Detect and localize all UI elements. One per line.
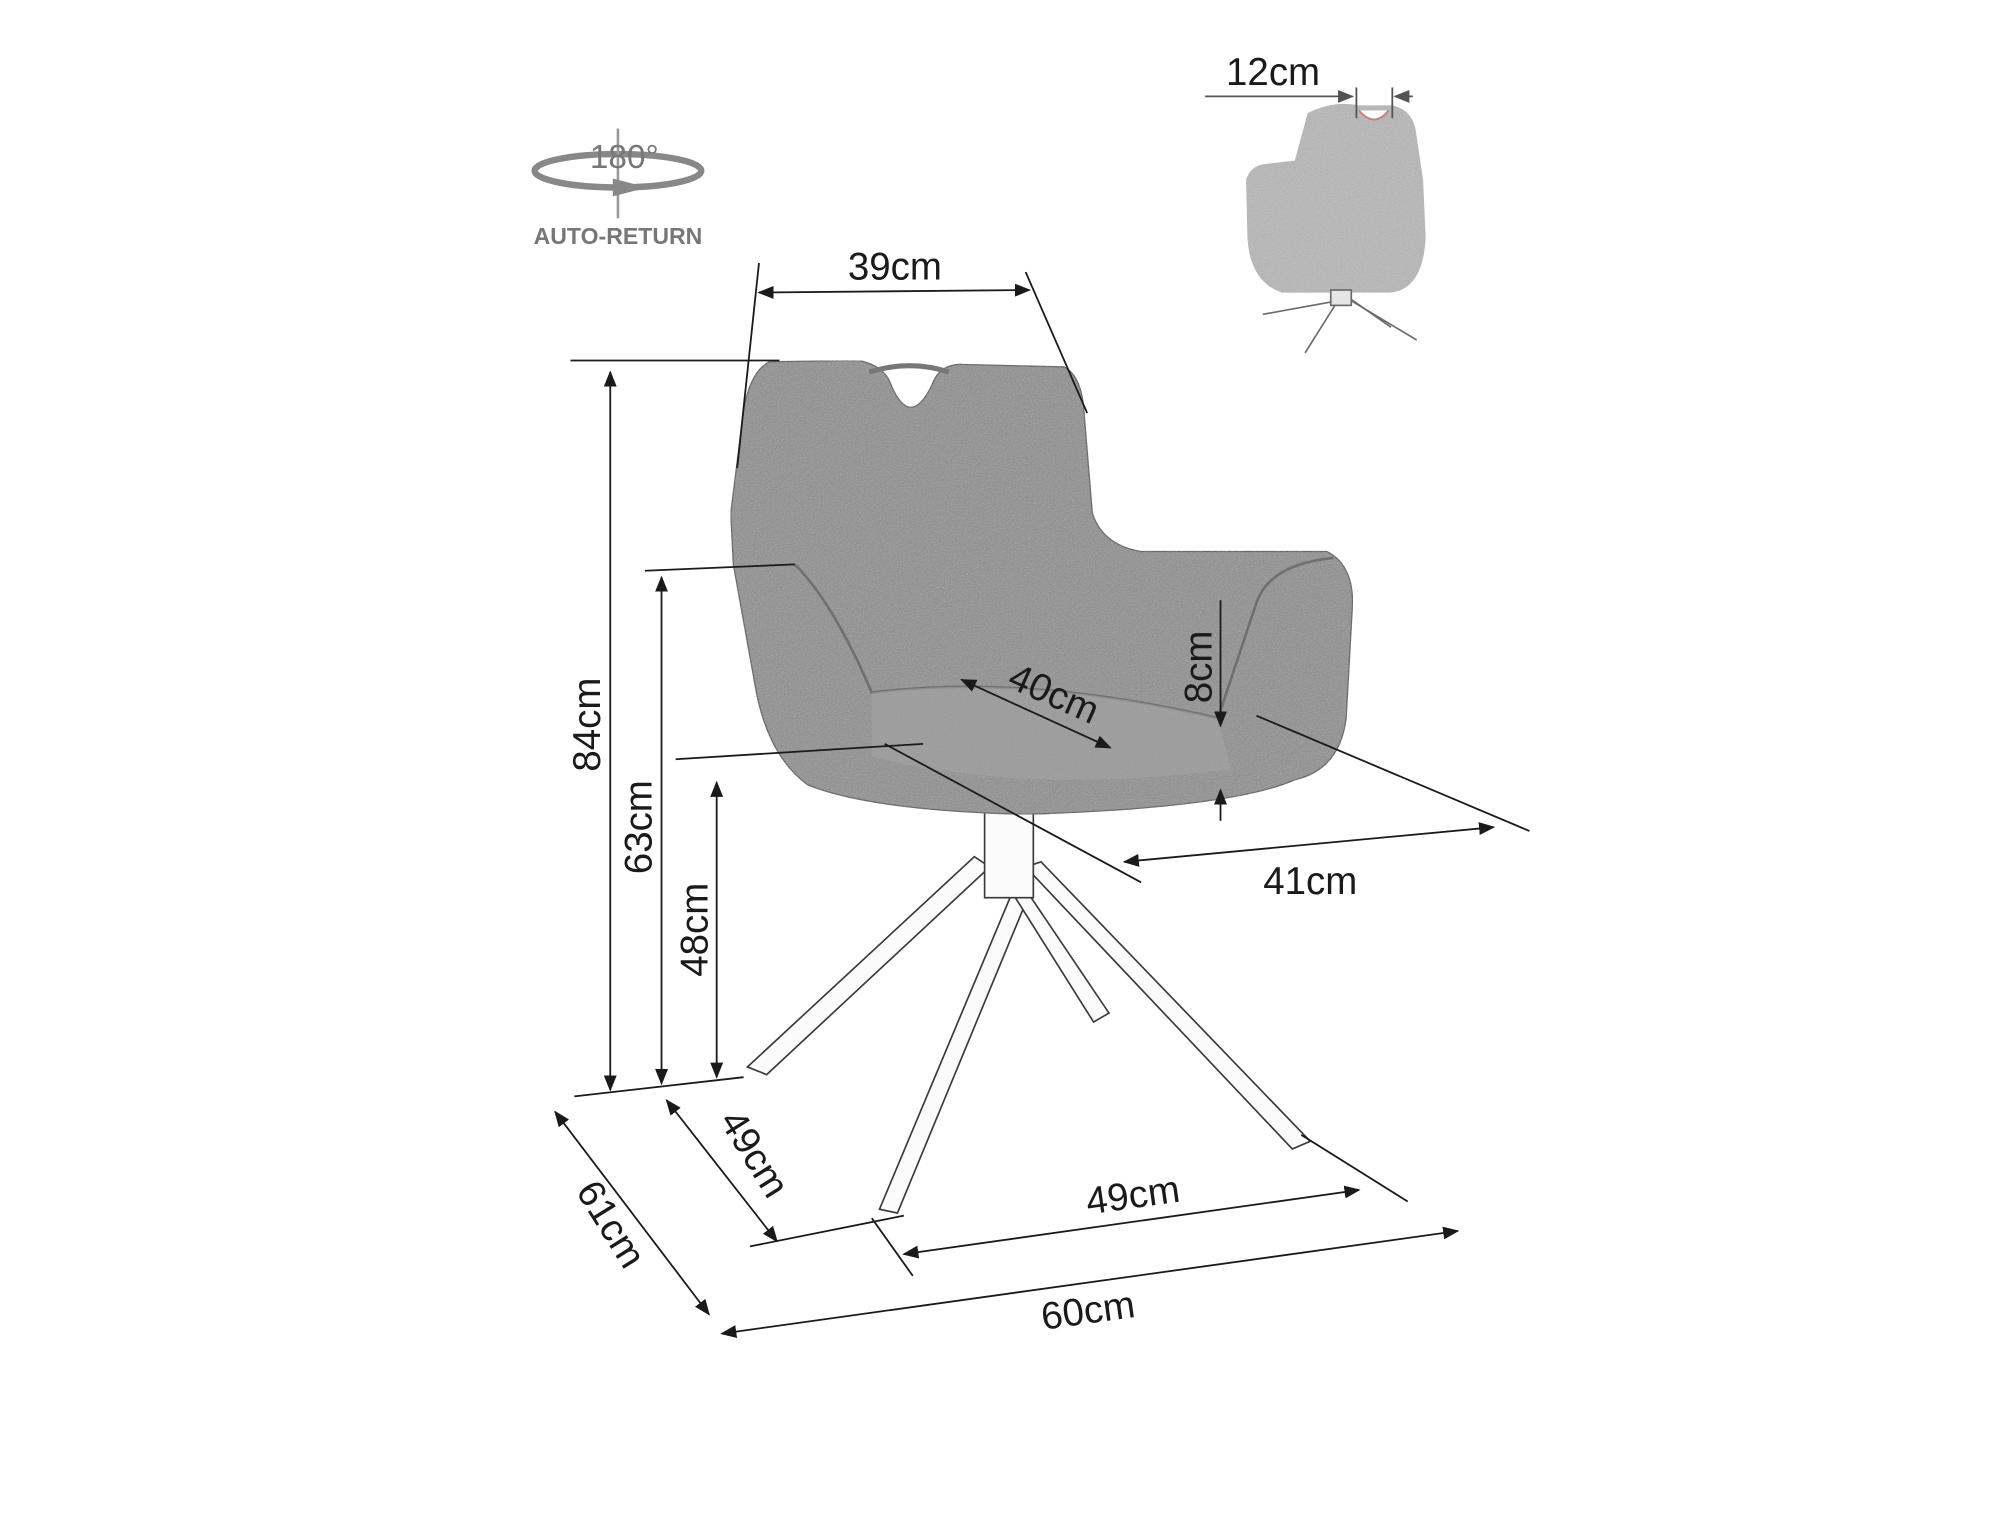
total-width-arrow	[720, 1226, 1460, 1338]
rotation-angle: 180°	[590, 139, 659, 176]
chair-legs	[745, 809, 1312, 1215]
back-view-chair	[1205, 87, 1426, 354]
dimension-lines	[554, 262, 1530, 1338]
base-width-label: 49cm	[1083, 1168, 1182, 1224]
main-chair	[730, 359, 1354, 1215]
rotation-badge: 180° AUTO-RETURN	[531, 128, 705, 249]
seat-width-label: 41cm	[1263, 860, 1357, 903]
base-depth-arrow	[665, 1098, 778, 1243]
armrest-thickness-label: 8cm	[1178, 631, 1221, 704]
handle-width-label: 12cm	[1226, 51, 1320, 94]
rotate-arrow-icon	[531, 128, 705, 219]
total-width-label: 60cm	[1038, 1283, 1137, 1339]
armrest-height-label: 63cm	[617, 780, 660, 874]
base-depth-label: 49cm	[711, 1103, 797, 1206]
seat-height-label: 48cm	[674, 883, 717, 977]
rotation-caption: AUTO-RETURN	[534, 223, 703, 249]
swivel-column	[983, 809, 1035, 899]
total-height-label: 84cm	[566, 678, 609, 772]
seat-width-arrow	[1122, 822, 1496, 867]
back-width-arrow	[757, 283, 1032, 299]
seat-depth-arrow	[960, 678, 1112, 749]
total-depth-arrow	[554, 1110, 710, 1316]
back-width-label: 39cm	[848, 246, 942, 289]
